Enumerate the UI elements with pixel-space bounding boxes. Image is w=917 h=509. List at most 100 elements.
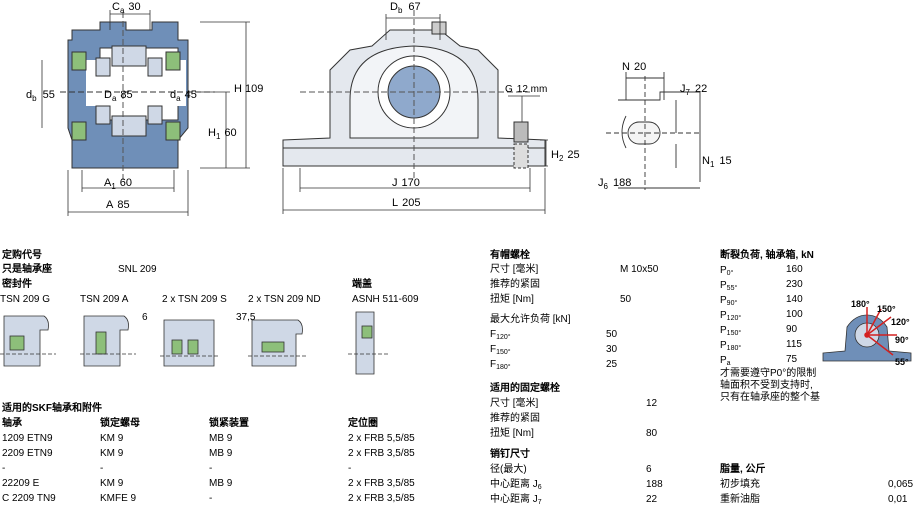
grease-relube-value: 0,01 xyxy=(888,494,908,505)
attach-bolts-size-value: 12 xyxy=(646,398,658,409)
dowel-diameter-label: 径(最大) xyxy=(490,464,527,475)
table-row: - xyxy=(209,493,213,504)
seal-item-4: 2 x TSN 209 ND xyxy=(248,294,321,305)
breaking-p0: P0° xyxy=(720,265,734,277)
acc-header-locating-ring: 定位圈 xyxy=(348,418,378,429)
attach-bolts-torque-label: 扭矩 [Nm] xyxy=(490,428,534,439)
seal-illustrations xyxy=(0,311,390,375)
seals-label: 密封件 xyxy=(2,279,32,290)
dowel-diameter-value: 6 xyxy=(646,464,652,475)
cap-bolts-title: 有帽螺栓 xyxy=(490,250,530,261)
housing-side-view xyxy=(282,10,546,180)
cap-bolts-torque-value: 50 xyxy=(620,294,632,305)
table-row: 2 x FRB 3,5/85 xyxy=(348,448,415,459)
table-row: 2209 ETN9 xyxy=(2,448,53,459)
load-direction-diagram: 180° 150° 120° 90° 55° xyxy=(822,299,912,367)
breaking-note-line-1: 才需要遵守P0°的限制 xyxy=(720,368,817,379)
load-f120-value: 50 xyxy=(606,329,618,340)
breaking-p120: P120° xyxy=(720,310,742,322)
seal-item-3: 2 x TSN 209 S xyxy=(162,294,227,305)
load-f180-value: 25 xyxy=(606,359,618,370)
table-row: 2 x FRB 3,5/85 xyxy=(348,478,415,489)
housing-section xyxy=(60,12,215,180)
acc-header-bearing: 轴承 xyxy=(2,418,22,429)
table-row: - xyxy=(348,463,352,474)
seal-s-icon xyxy=(160,319,220,367)
attach-bolts-torque-value: 80 xyxy=(646,428,658,439)
load-f150: F150° xyxy=(490,344,511,356)
end-cover-icon xyxy=(348,311,390,375)
dowel-j7-label: 中心距离 J7 xyxy=(490,494,542,506)
breaking-p0-value: 160 xyxy=(786,264,803,275)
end-cover-label: 端盖 xyxy=(352,279,372,290)
angle-120-label: 120° xyxy=(891,317,910,327)
table-row: 2 x FRB 3,5/85 xyxy=(348,493,415,504)
seal-nd-icon xyxy=(248,319,308,367)
table-row: MB 9 xyxy=(209,448,233,459)
breaking-p150: P150° xyxy=(720,325,742,337)
table-row: 1209 ETN9 xyxy=(2,433,53,444)
angle-90-label: 90° xyxy=(895,335,909,345)
breaking-p120-value: 100 xyxy=(786,309,803,320)
table-row: 2 x FRB 5,5/85 xyxy=(348,433,415,444)
cap-bolts-size-label: 尺寸 [毫米] xyxy=(490,264,539,275)
dowel-j6-value: 188 xyxy=(646,479,663,490)
table-row: - xyxy=(209,463,213,474)
breaking-p55-value: 230 xyxy=(786,279,803,290)
attach-bolts-size-label: 尺寸 [毫米] xyxy=(490,398,539,409)
grease-title: 脂量, 公斤 xyxy=(720,464,766,475)
breaking-p90-value: 140 xyxy=(786,294,803,305)
attach-bolts-torque-title: 推荐的紧固 xyxy=(490,413,540,424)
table-row: C 2209 TN9 xyxy=(2,493,56,504)
table-row: KM 9 xyxy=(100,448,124,459)
table-row: 22209 E xyxy=(2,478,40,489)
seal-g-icon xyxy=(0,315,56,367)
acc-header-locknut: 锁定螺母 xyxy=(100,418,140,429)
accessories-title: 适用的SKF轴承和附件 xyxy=(2,403,102,414)
order-title: 定购代号 xyxy=(2,250,42,261)
seal-dim-37-5: 37,5 xyxy=(236,312,256,323)
breaking-note-line-2: 轴面积不受到支持时, xyxy=(720,380,813,391)
table-row: - xyxy=(2,463,6,474)
seal-a-icon xyxy=(80,315,136,367)
cap-bolts-load-title: 最大允许负荷 [kN] xyxy=(490,314,571,325)
seal-dim-6: 6 xyxy=(142,312,148,323)
table-row: KM 9 xyxy=(100,433,124,444)
angle-180-label: 180° xyxy=(851,299,870,309)
acc-header-lockdevice: 锁紧装置 xyxy=(209,418,249,429)
angle-150-label: 150° xyxy=(877,304,896,314)
dowel-j6-label: 中心距离 J6 xyxy=(490,479,542,491)
breaking-note-line-3: 只有在轴承座的整个基 xyxy=(720,392,820,403)
grease-initial-value: 0,065 xyxy=(888,479,914,490)
foot-detail-view xyxy=(606,72,701,190)
load-f120: F120° xyxy=(490,329,511,341)
housing-only-label: 只是轴承座 xyxy=(2,264,52,275)
cap-bolts-size-value: M 10x50 xyxy=(620,264,659,275)
cap-bolts-torque-title: 推荐的紧固 xyxy=(490,279,540,290)
seal-item-1: TSN 209 G xyxy=(0,294,51,305)
breaking-pa-value: 75 xyxy=(786,354,798,365)
housing-only-value: SNL 209 xyxy=(118,264,157,275)
breaking-pa: Pa xyxy=(720,355,731,367)
table-row: KM 9 xyxy=(100,478,124,489)
breaking-p150-value: 90 xyxy=(786,324,798,335)
end-cover-value: ASNH 511-609 xyxy=(352,294,419,305)
grease-relube-label: 重新油脂 xyxy=(720,494,760,505)
